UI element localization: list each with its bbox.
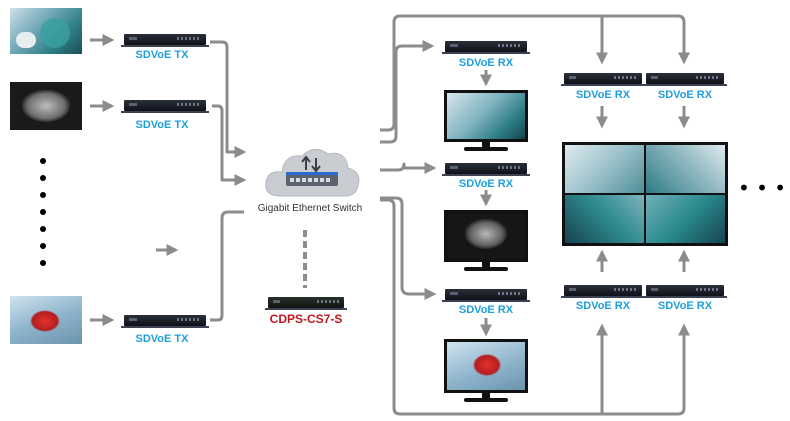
ellipsis-dot xyxy=(40,209,46,215)
rx-device-icon xyxy=(442,163,530,176)
rx-label: SDVoE RX xyxy=(458,304,514,316)
tx-device-icon xyxy=(121,315,209,328)
rx-label: SDVoE RX xyxy=(657,300,713,312)
source-endoscope xyxy=(10,296,82,344)
rx-device-icon xyxy=(561,285,645,298)
tx-label: SDVoE TX xyxy=(135,333,189,345)
rx-label: SDVoE RX xyxy=(657,89,713,101)
source-camera-surgery xyxy=(10,8,82,54)
rx-device-icon xyxy=(561,73,645,86)
ellipsis-dot xyxy=(40,192,46,198)
line-tx1-switch xyxy=(210,40,247,158)
line-top-bus xyxy=(380,14,690,132)
ellipsis-dot xyxy=(40,260,46,266)
ellipsis-dot xyxy=(40,243,46,249)
rx-label: SDVoE RX xyxy=(458,57,514,69)
line-tx3-switch xyxy=(210,210,244,322)
network-switch-cloud-icon xyxy=(265,149,360,197)
video-wall-panel xyxy=(646,195,725,243)
rx-device-icon xyxy=(643,285,727,298)
video-wall-icon xyxy=(562,142,728,246)
line-bottom-bus xyxy=(380,198,690,416)
tx-device-icon xyxy=(121,100,209,113)
source-xray xyxy=(10,82,82,130)
video-wall-panel xyxy=(565,195,644,243)
monitor-icon xyxy=(444,339,528,403)
video-wall-panel xyxy=(565,145,644,193)
tx-label: SDVoE TX xyxy=(135,49,189,61)
rx-device-icon xyxy=(442,41,530,54)
controller-device-icon xyxy=(265,297,347,310)
controller-label: CDPS-CS7-S xyxy=(269,312,343,326)
rx-label: SDVoE RX xyxy=(458,178,514,190)
line-switch-rx2 xyxy=(380,162,437,174)
rx-device-icon xyxy=(442,289,530,302)
tx-label: SDVoE TX xyxy=(135,119,189,131)
video-wall-panel xyxy=(646,145,725,193)
rx-device-icon xyxy=(643,73,727,86)
more-displays-ellipsis: • • • xyxy=(738,176,787,200)
ellipsis-dot xyxy=(40,226,46,232)
rx-label: SDVoE RX xyxy=(575,89,631,101)
tx-device-icon xyxy=(121,34,209,47)
ellipsis-dot xyxy=(40,175,46,181)
line-switch-rx1 xyxy=(380,40,435,144)
ellipsis-dot xyxy=(40,158,46,164)
line-tx2-switch xyxy=(212,104,247,186)
switch-label: Gigabit Ethernet Switch xyxy=(257,203,363,214)
line-switch-rx3 xyxy=(380,196,437,300)
monitor-icon xyxy=(444,210,528,272)
rx-label: SDVoE RX xyxy=(575,300,631,312)
monitor-icon xyxy=(444,90,528,152)
